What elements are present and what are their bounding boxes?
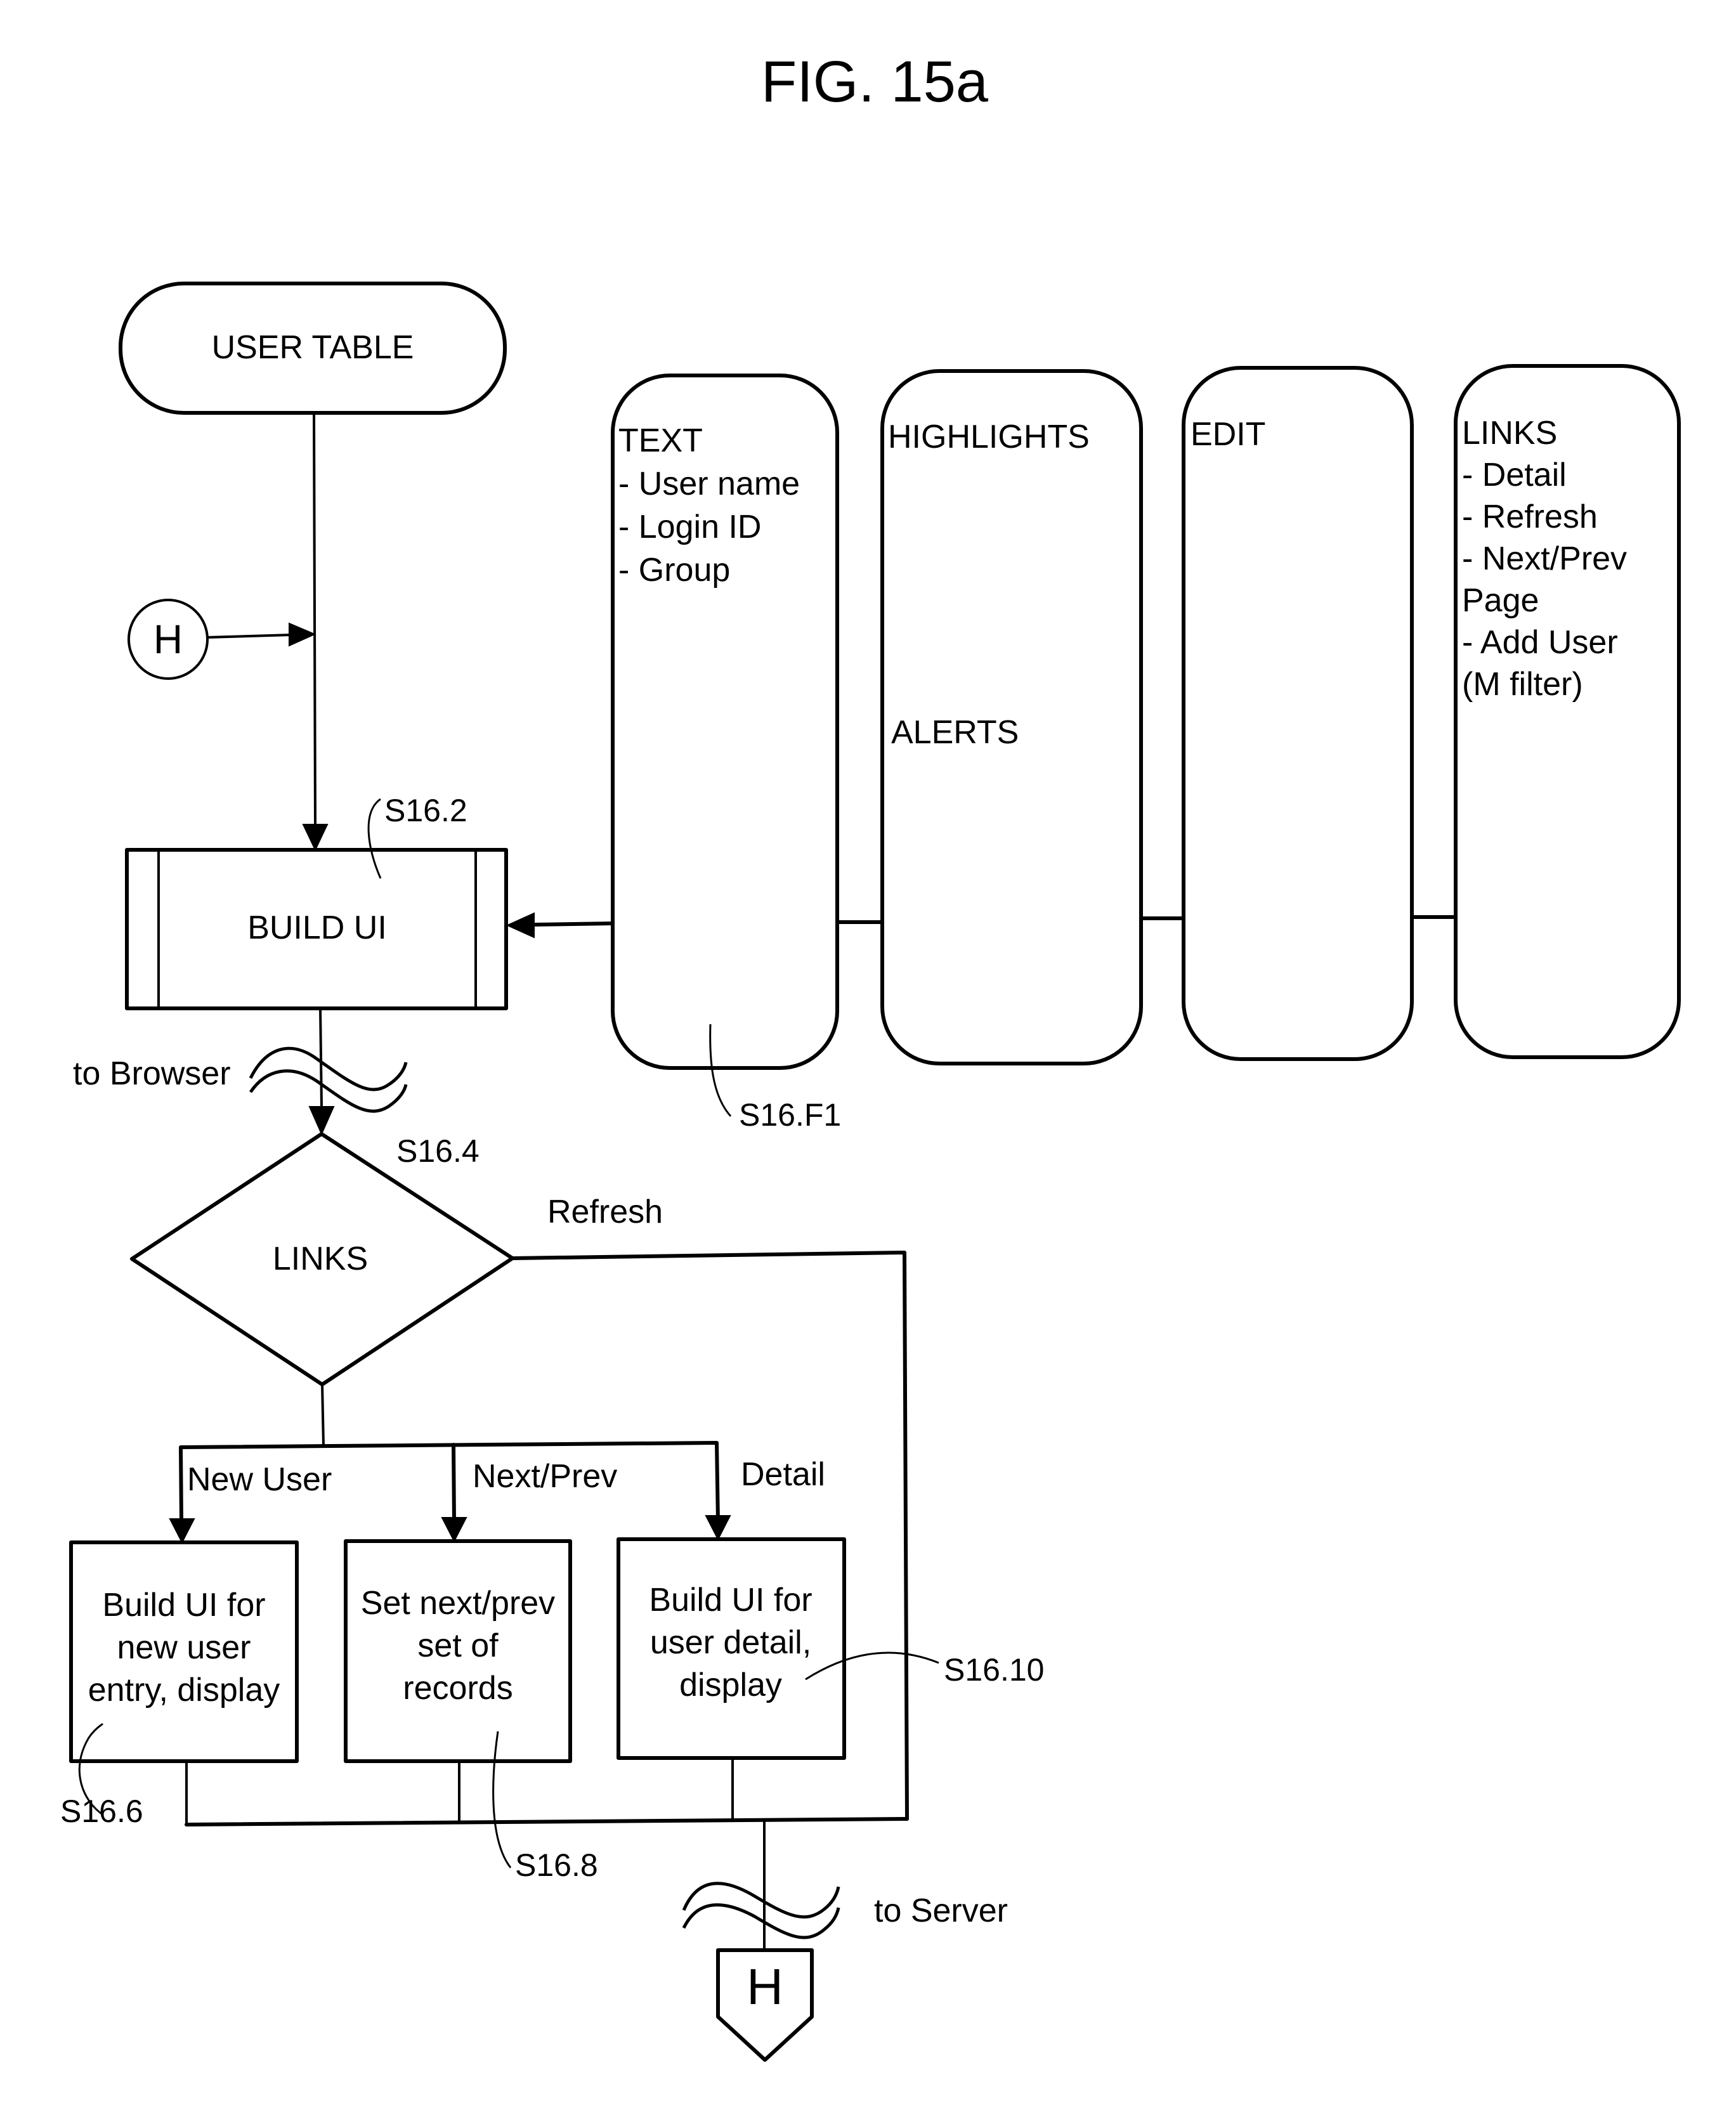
break-wave-top	[251, 1048, 406, 1090]
branch-stem	[322, 1384, 323, 1446]
break-wave-top	[684, 1884, 839, 1917]
connector-h-out: H	[718, 1950, 812, 2060]
break-wave-bottom	[684, 1905, 839, 1937]
connector-in-line	[207, 635, 292, 637]
edge-label-detail: Detail	[741, 1456, 825, 1493]
process-line: user detail,	[650, 1624, 811, 1661]
build-ui-label: BUILD UI	[247, 909, 387, 946]
refresh-label: Refresh	[547, 1194, 663, 1230]
arrowhead-connector-in	[289, 623, 315, 646]
process-line: Build UI for	[649, 1582, 812, 1618]
process-line: Build UI for	[102, 1587, 265, 1624]
break-symbol-browser	[251, 1048, 406, 1111]
leader-s16-8	[493, 1731, 511, 1868]
process-line: set of	[417, 1627, 499, 1664]
connector-h-in: H	[129, 600, 315, 679]
panel-text-line: - User name	[618, 466, 800, 502]
panel-edit-title: EDIT	[1191, 416, 1265, 453]
panel-text-line: - Group	[618, 552, 730, 589]
arrowhead-links	[310, 1107, 334, 1134]
arrowhead-detail	[706, 1516, 730, 1539]
arrowhead-panel-to-build-ui	[507, 913, 534, 937]
links-decision-label: LINKS	[273, 1240, 368, 1277]
user-table-terminator: USER TABLE	[121, 283, 505, 413]
panel-links-line: - Refresh	[1462, 498, 1598, 535]
panel-highlights-title: HIGHLIGHTS	[888, 419, 1090, 455]
leader-s16-2	[369, 799, 381, 878]
panel-links-line: - Add User	[1462, 624, 1618, 661]
ref-s16-4: S16.4	[396, 1133, 480, 1169]
break-wave-bottom	[251, 1071, 406, 1111]
ref-s16-6: S16.6	[60, 1794, 143, 1829]
panel-to-build-ui-line	[533, 923, 613, 925]
build-ui-process: BUILD UI	[127, 850, 506, 1008]
connector-out-label: H	[747, 1958, 783, 2015]
ref-s16-2: S16.2	[384, 793, 467, 828]
arrowhead-new-user	[170, 1519, 194, 1542]
panel-links-line: - Detail	[1462, 457, 1567, 493]
connector-in-label: H	[153, 616, 183, 662]
process-new-user: Build UI for new user entry, display	[71, 1542, 297, 1761]
panel-text-title: TEXT	[618, 422, 703, 459]
to-browser-label: to Browser	[73, 1055, 231, 1092]
panel-links-line: (M filter)	[1462, 666, 1583, 703]
process-line: records	[403, 1670, 512, 1707]
flow-line-main	[314, 413, 315, 824]
ref-s16-10: S16.10	[944, 1652, 1044, 1688]
ref-s16-8: S16.8	[515, 1847, 598, 1883]
arrowhead-next-prev	[442, 1518, 466, 1541]
break-symbol-server	[684, 1884, 839, 1937]
user-table-label: USER TABLE	[212, 329, 414, 366]
edge-label-next-prev: Next/Prev	[473, 1458, 617, 1495]
panel-group: TEXT - User name - Login ID - Group HIGH…	[613, 366, 1679, 1068]
process-line: display	[679, 1667, 782, 1703]
edge-label-new-user: New User	[187, 1461, 332, 1498]
panel-links-line: - Next/Prev	[1462, 540, 1627, 577]
process-next-prev: Set next/prev set of records	[346, 1541, 570, 1761]
panel-text-line: - Login ID	[618, 509, 761, 545]
ref-s16-f1: S16.F1	[739, 1097, 841, 1133]
panel-links-title: LINKS	[1462, 415, 1557, 452]
leader-s16-f1	[710, 1024, 731, 1116]
panel-links-line: Page	[1462, 582, 1539, 619]
to-server-label: to Server	[874, 1892, 1008, 1929]
process-line: Set next/prev	[361, 1585, 555, 1622]
figure-title: FIG. 15a	[761, 49, 989, 114]
process-detail: Build UI for user detail, display	[618, 1539, 844, 1758]
process-line: new user	[117, 1629, 251, 1666]
process-line: entry, display	[88, 1672, 280, 1709]
arrowhead-build-ui	[303, 824, 327, 850]
panel-edit	[1184, 368, 1412, 1059]
panel-highlights-alerts: ALERTS	[891, 714, 1019, 751]
merge-bus	[186, 1819, 907, 1825]
links-decision: LINKS	[132, 1134, 512, 1384]
leader-s16-10	[806, 1653, 939, 1679]
flow-line-build-to-links	[320, 1008, 322, 1107]
